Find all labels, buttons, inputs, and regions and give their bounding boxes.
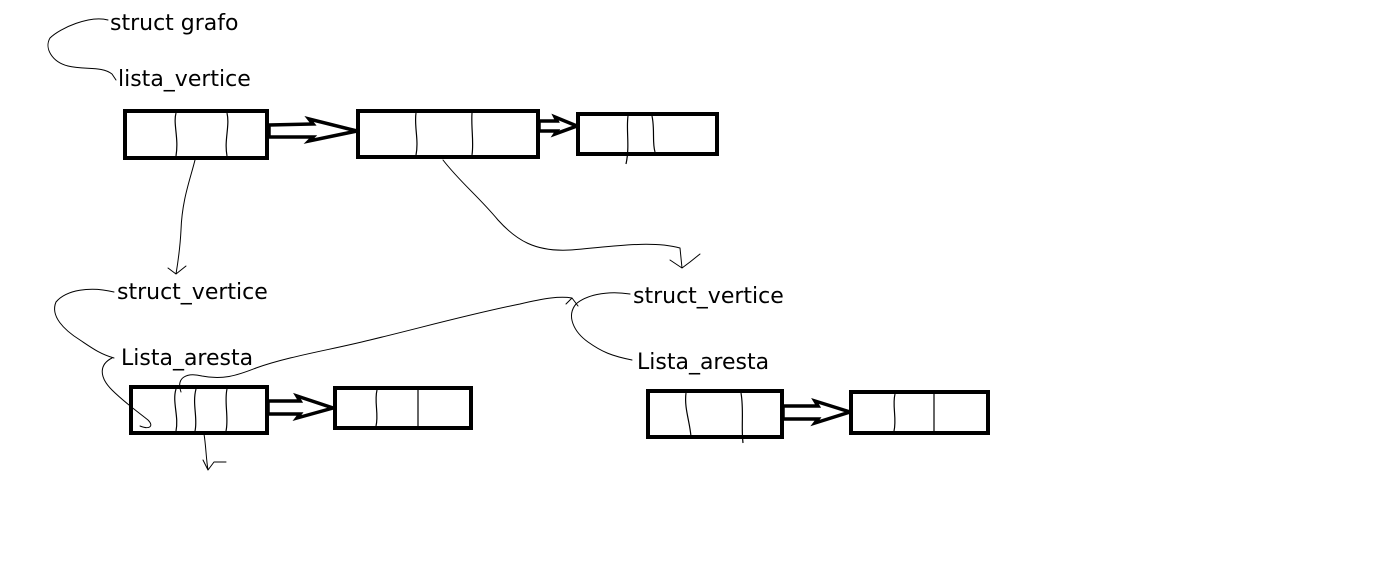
vertex-node-3	[576, 112, 719, 165]
label-lista-aresta-right: Lista_aresta	[637, 350, 769, 375]
edge-node-left-2	[333, 386, 473, 430]
pointer-vertex-1-to-struct-vertice	[167, 159, 196, 275]
pointer-edge-down	[202, 433, 227, 471]
brace-struct-vertice-left	[54, 288, 115, 359]
pointer-brace-tail-left	[101, 357, 152, 429]
edge-node-right-1	[646, 389, 784, 444]
label-lista-vertice: lista_vertice	[118, 67, 251, 92]
pointer-edge-to-vertex	[179, 296, 579, 393]
pointer-vertex-2-to-struct-vertice	[442, 159, 701, 269]
arrow-edge-left-1-to-2	[266, 392, 339, 422]
label-struct-vertice-left: struct_vertice	[117, 280, 268, 305]
label-struct-grafo: struct grafo	[110, 11, 239, 36]
edge-node-right-2	[849, 390, 990, 435]
brace-struct-vertice-right	[571, 292, 633, 361]
vertex-node-1	[123, 109, 269, 160]
vertex-node-2	[356, 109, 540, 159]
arrow-vertex-1-to-2	[267, 116, 358, 144]
edge-node-left-1	[129, 385, 269, 435]
arrow-edge-right-1-to-2	[781, 397, 856, 427]
label-struct-vertice-right: struct_vertice	[633, 284, 784, 309]
brace-struct-grafo	[47, 18, 117, 81]
label-lista-aresta-left: Lista_aresta	[121, 346, 253, 371]
arrow-vertex-2-to-3	[537, 113, 582, 138]
